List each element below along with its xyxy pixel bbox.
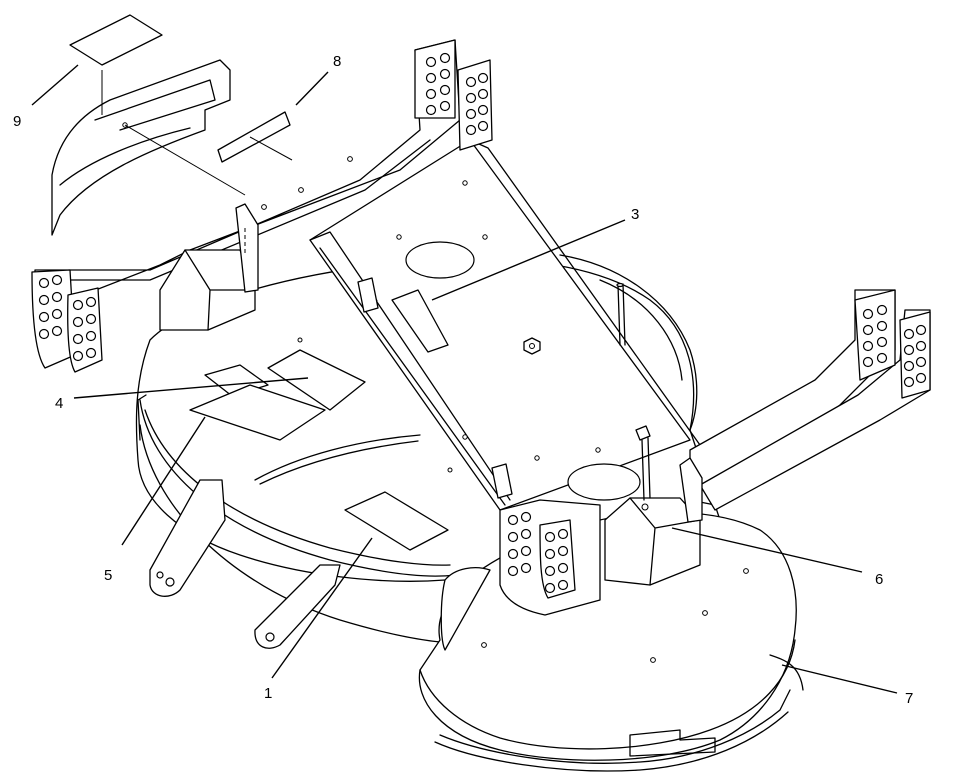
left-shroud xyxy=(51,59,246,236)
rear-hanger-bar xyxy=(31,39,493,373)
right-bracket-block xyxy=(604,425,703,586)
callout-8: 8 xyxy=(333,53,341,70)
leader-4 xyxy=(73,377,309,399)
leader-6 xyxy=(671,527,863,573)
decal-4b xyxy=(267,349,366,411)
leader-8 xyxy=(295,71,329,106)
deck-lower-mount-arms xyxy=(149,479,341,649)
leader-1 xyxy=(271,537,373,679)
front-hanger-bar xyxy=(689,289,931,511)
callout-6: 6 xyxy=(875,571,883,588)
decals xyxy=(69,14,449,551)
leader-lines xyxy=(31,64,898,694)
leader-7 xyxy=(781,664,898,694)
spindle-rod xyxy=(616,282,626,346)
callout-labels: 1 3 4 5 6 7 8 9 xyxy=(13,53,913,707)
leader-3 xyxy=(431,219,626,301)
callout-1: 1 xyxy=(264,685,272,702)
callout-5: 5 xyxy=(104,567,112,584)
decal-8 xyxy=(217,111,291,163)
center-deck-plate xyxy=(297,139,701,511)
decal-1 xyxy=(344,491,449,551)
callout-9: 9 xyxy=(13,113,21,130)
decal-5 xyxy=(189,384,326,441)
callout-4: 4 xyxy=(55,395,63,412)
callout-3: 3 xyxy=(631,206,639,223)
leader-5 xyxy=(121,416,206,546)
decal-9 xyxy=(69,14,163,66)
front-mount-plate xyxy=(499,499,601,616)
callout-7: 7 xyxy=(905,690,913,707)
leader-9 xyxy=(31,64,79,106)
